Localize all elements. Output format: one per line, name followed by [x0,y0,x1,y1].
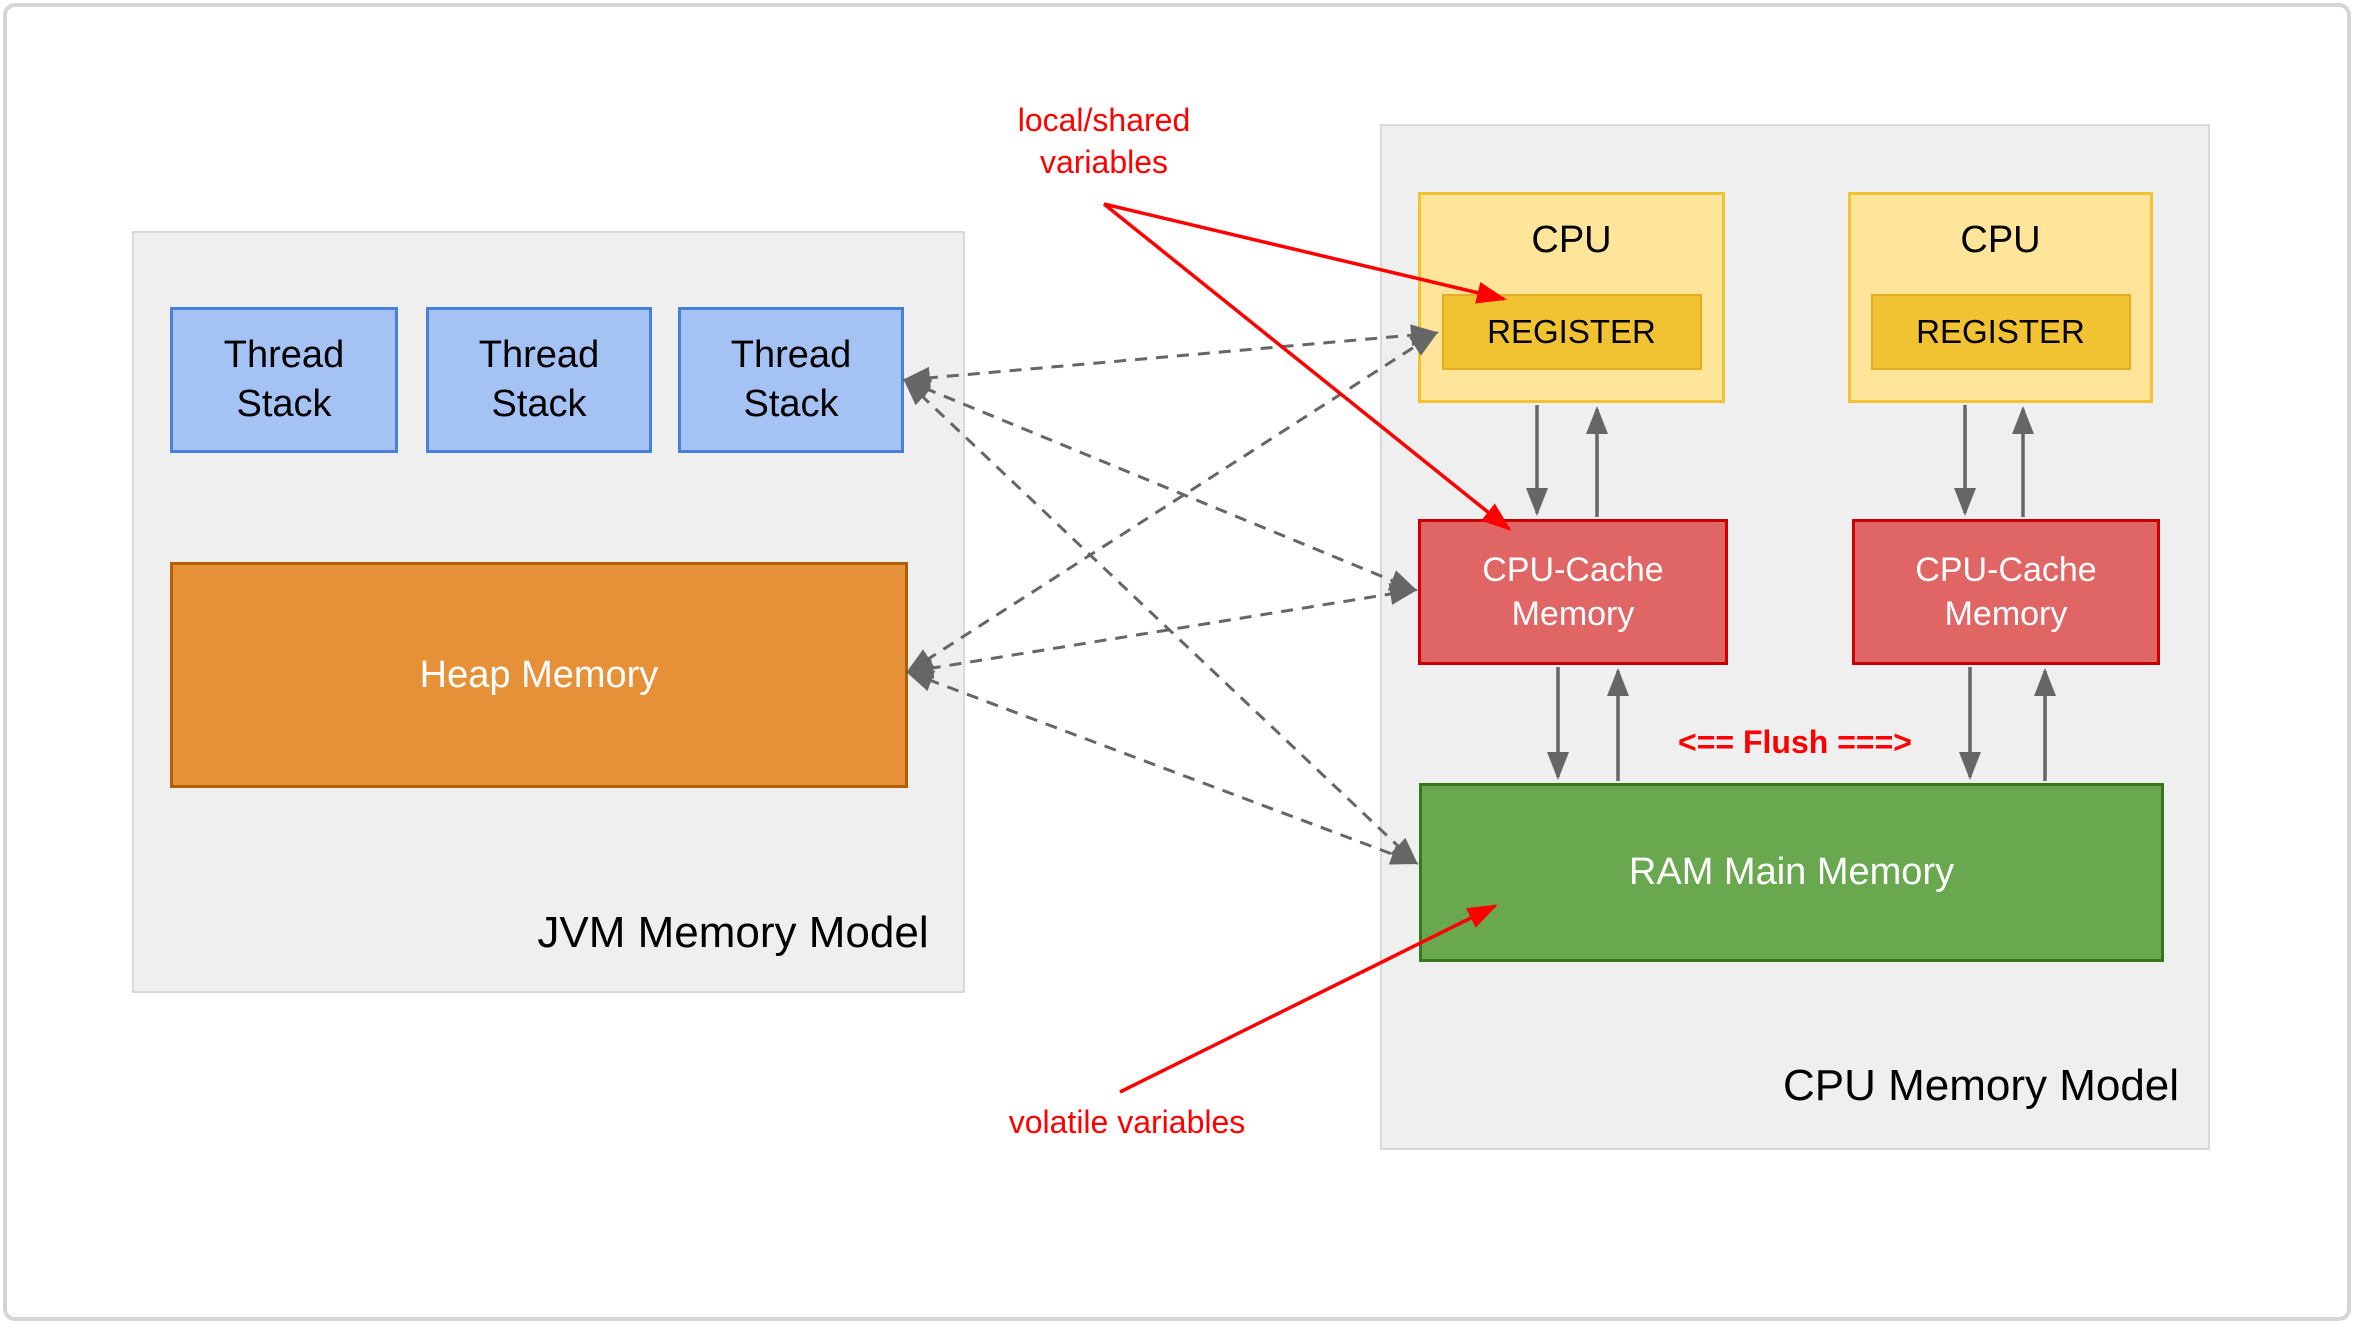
local-shared-variables-label: local/shared variables [954,100,1254,183]
cpu-cache-box-1: CPU-Cache Memory [1418,519,1728,665]
cpu-box-1: CPU REGISTER [1418,192,1725,403]
register-label: REGISTER [1916,313,2085,350]
flush-label: <== Flush ===> [1678,722,1912,764]
dashed-arrow-heap-ram [905,670,1419,865]
jvm-model-title: JVM Memory Model [537,908,929,957]
cpu-box-2: CPU REGISTER [1848,192,2153,403]
flush-text: <== Flush ===> [1678,724,1912,760]
heap-memory-label: Heap Memory [419,653,659,696]
cpu-model-title: CPU Memory Model [1782,1061,2180,1110]
volatile-variables-text: volatile variables [1008,1104,1246,1140]
register-label: REGISTER [1487,313,1656,350]
dashed-arrow-stack-register [902,324,1439,389]
heap-memory-box: Heap Memory [170,562,908,788]
dashed-arrow-heap-cache [905,583,1418,679]
ram-main-memory-box: RAM Main Memory [1419,783,2164,962]
thread-stack-box-1: Thread Stack [170,307,398,453]
cpu-label: CPU [1960,219,2041,261]
dashed-arrow-stack-ram [902,377,1419,866]
cpu-cache-label: CPU-Cache Memory [1915,550,2097,633]
ram-main-memory-label: RAM Main Memory [1628,851,1955,893]
dashed-link-arrows [902,324,1439,866]
cpu-label: CPU [1531,219,1612,261]
volatile-variables-label: volatile variables [957,1102,1297,1144]
dashed-arrow-stack-cache [902,378,1418,592]
dashed-arrow-heap-register [905,331,1439,674]
thread-stack-box-2: Thread Stack [426,307,652,453]
register-box-1: REGISTER [1441,294,1702,370]
cpu-cache-label: CPU-Cache Memory [1482,550,1664,633]
cpu-cache-box-2: CPU-Cache Memory [1852,519,2160,665]
register-box-2: REGISTER [1870,294,2131,370]
thread-stack-label: Thread Stack [730,334,852,425]
thread-stack-label: Thread Stack [478,334,600,425]
thread-stack-box-3: Thread Stack [678,307,904,453]
thread-stack-label: Thread Stack [223,334,345,425]
local-shared-variables-text: local/shared variables [1017,102,1191,180]
